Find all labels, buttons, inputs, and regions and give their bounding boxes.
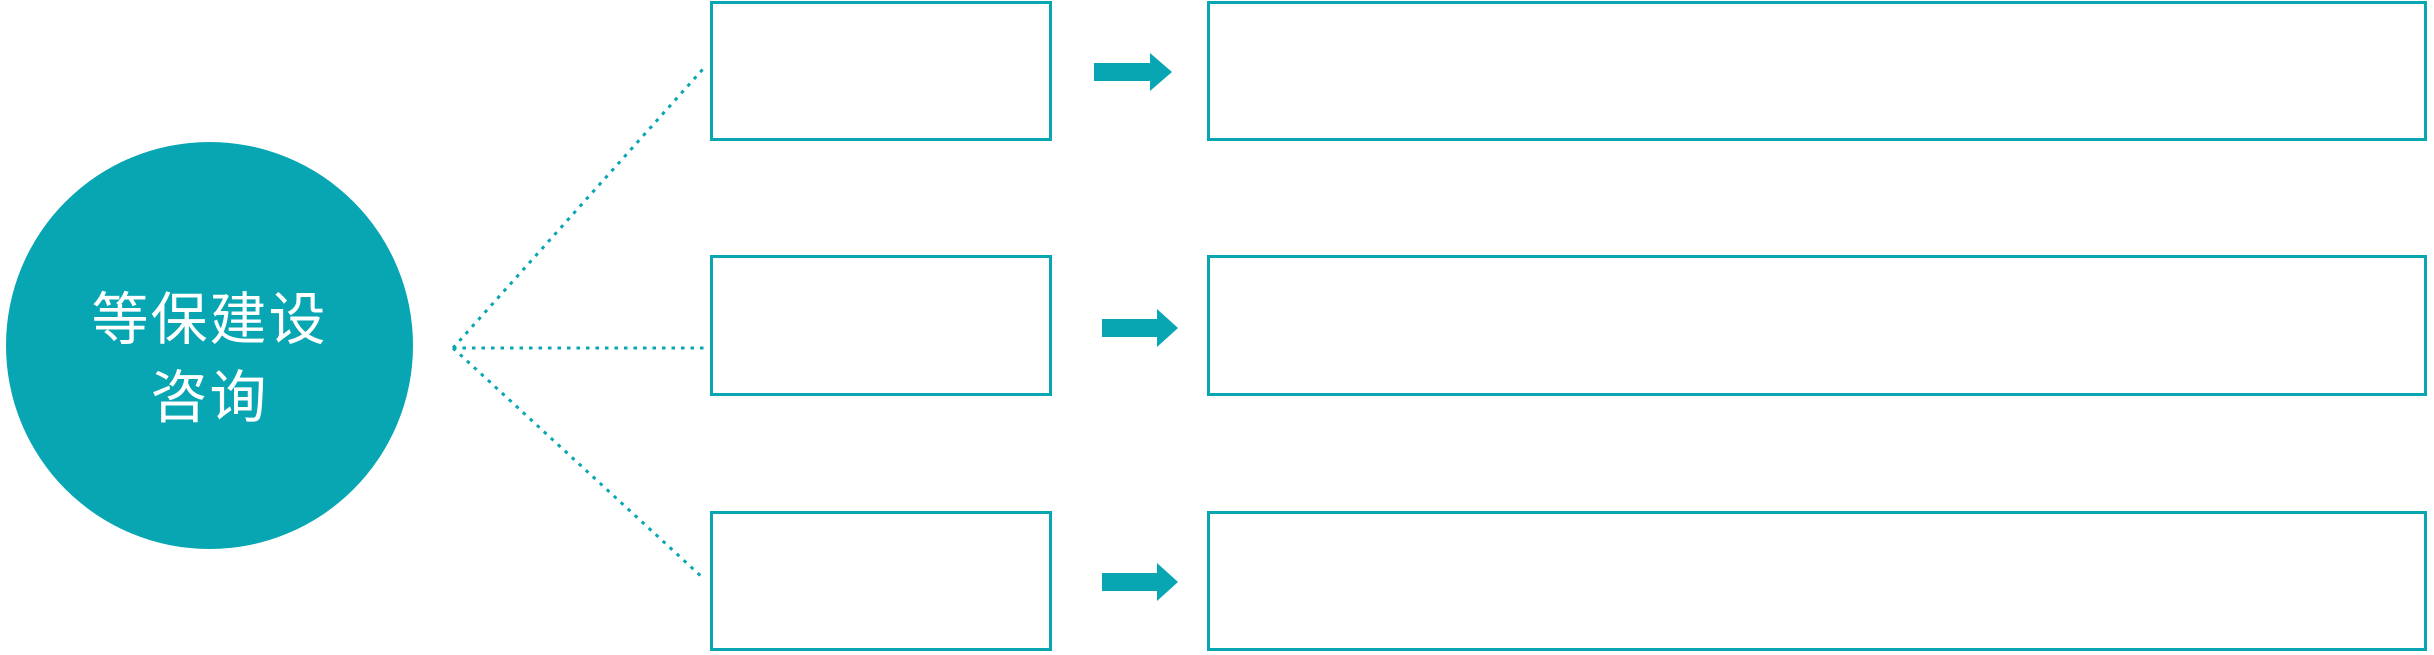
detail-box-3-text bbox=[1210, 514, 2424, 648]
detail-box-3 bbox=[1207, 511, 2427, 651]
hub-circle: 等保建设 咨询 bbox=[6, 142, 413, 549]
step-box-1 bbox=[710, 1, 1052, 141]
arrow-right-icon bbox=[1094, 53, 1172, 91]
hub-label: 等保建设 咨询 bbox=[92, 281, 328, 437]
detail-box-2 bbox=[1207, 255, 2427, 396]
hub-label-line-2: 咨询 bbox=[150, 365, 269, 430]
step-box-3-text bbox=[713, 514, 1049, 648]
step-box-1-text bbox=[713, 4, 1049, 138]
detail-box-1-text bbox=[1210, 4, 2424, 138]
arrow-right-icon bbox=[1102, 309, 1178, 347]
arrow-right-icon bbox=[1102, 563, 1178, 601]
detail-box-1 bbox=[1207, 1, 2427, 141]
hub-label-line-1: 等保建设 bbox=[91, 287, 328, 352]
step-box-2 bbox=[710, 255, 1052, 396]
connector-line-bottom bbox=[451, 346, 705, 580]
detail-box-2-text bbox=[1210, 258, 2424, 393]
step-box-3 bbox=[710, 511, 1052, 651]
step-box-2-text bbox=[713, 258, 1049, 393]
connector-line-top bbox=[451, 67, 705, 350]
